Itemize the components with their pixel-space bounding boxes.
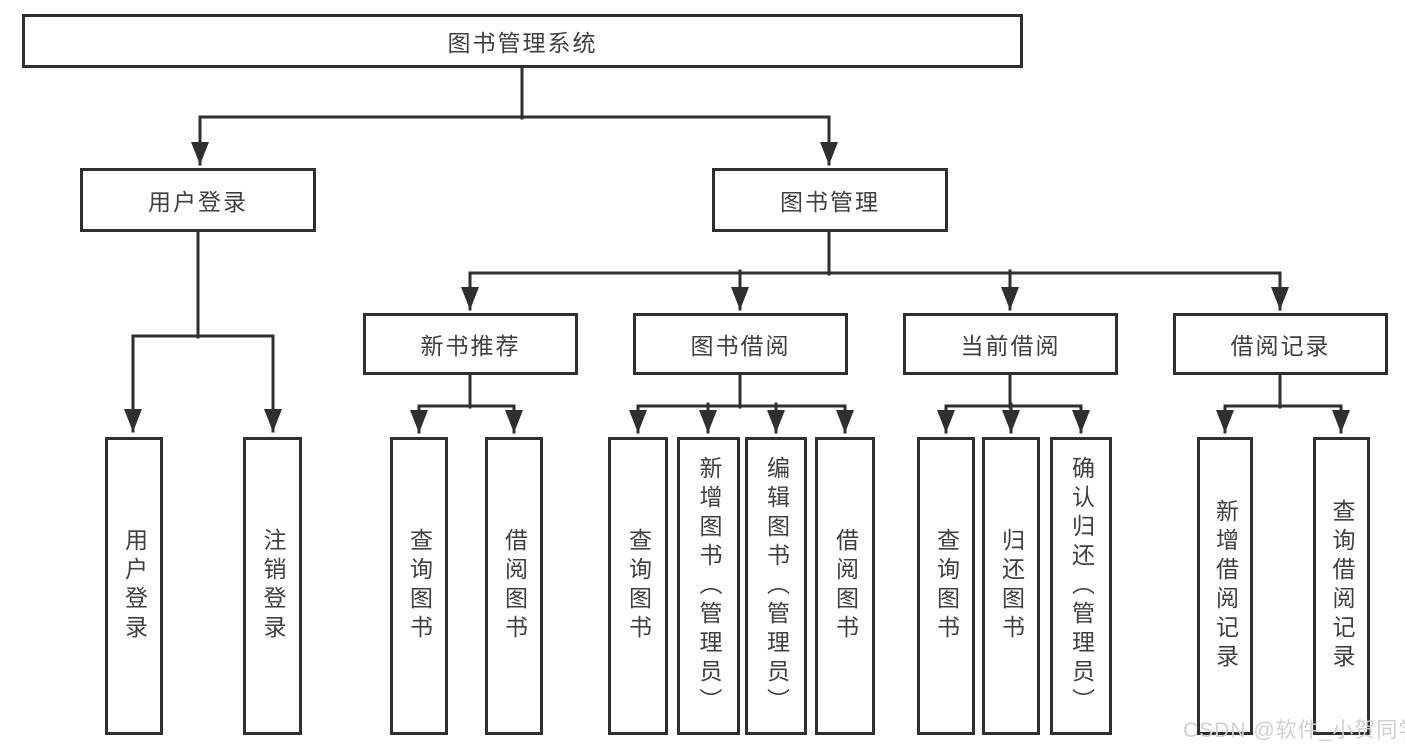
node-leaf-borrow-books: 借阅图书 [815, 437, 875, 735]
node-label: 新增借阅记录 [1212, 499, 1239, 673]
node-leaf-add-borrow-record: 新增借阅记录 [1197, 437, 1253, 735]
node-label: 用户登录 [148, 189, 248, 215]
node-label: 确认归还（管理员） [1068, 455, 1095, 717]
node-label: 归还图书 [998, 528, 1025, 644]
node-user-login: 用户登录 [80, 168, 316, 232]
node-label: 借阅图书 [832, 528, 859, 644]
node-label: 编辑图书（管理员） [763, 455, 790, 717]
node-leaf-query-books-current: 查询图书 [917, 437, 975, 735]
node-label: 注销登录 [260, 528, 286, 644]
node-label: 查询借阅记录 [1329, 499, 1355, 673]
node-leaf-add-books-admin: 新增图书（管理员） [677, 437, 740, 735]
node-leaf-borrow-books-recommend: 借阅图书 [485, 437, 543, 735]
node-book-borrow: 图书借阅 [633, 313, 848, 375]
node-label: 当前借阅 [960, 333, 1061, 359]
node-label: 查询图书 [406, 528, 433, 644]
node-label: 图书借阅 [690, 333, 791, 359]
node-new-book-recommend: 新书推荐 [363, 313, 578, 375]
node-label: 借阅记录 [1230, 333, 1331, 359]
node-label: 用户登录 [121, 528, 148, 644]
node-leaf-return-books: 归还图书 [982, 437, 1040, 735]
node-library-management-system: 图书管理系统 [22, 14, 1023, 68]
node-label: 新书推荐 [420, 333, 521, 359]
node-leaf-user-login: 用户登录 [105, 437, 163, 735]
node-label: 查询图书 [625, 528, 652, 644]
node-label: 借阅图书 [501, 528, 528, 644]
node-leaf-confirm-return-admin: 确认归还（管理员） [1050, 437, 1112, 735]
csdn-watermark: CSDN @软件_小贺同学 [1183, 719, 1405, 742]
node-label: 查询图书 [933, 528, 960, 644]
node-book-management: 图书管理 [712, 168, 948, 232]
node-leaf-logout: 注销登录 [243, 437, 302, 735]
node-leaf-edit-books-admin: 编辑图书（管理员） [745, 437, 807, 735]
node-label: 图书管理系统 [447, 30, 598, 56]
node-label: 图书管理 [780, 189, 880, 215]
node-borrow-records: 借阅记录 [1173, 313, 1388, 375]
node-current-borrow: 当前借阅 [903, 313, 1118, 375]
node-leaf-query-books-borrow: 查询图书 [608, 437, 668, 735]
node-leaf-query-borrow-record: 查询借阅记录 [1313, 437, 1370, 735]
node-leaf-query-books-recommend: 查询图书 [390, 437, 448, 735]
node-label: 新增图书（管理员） [696, 455, 722, 717]
